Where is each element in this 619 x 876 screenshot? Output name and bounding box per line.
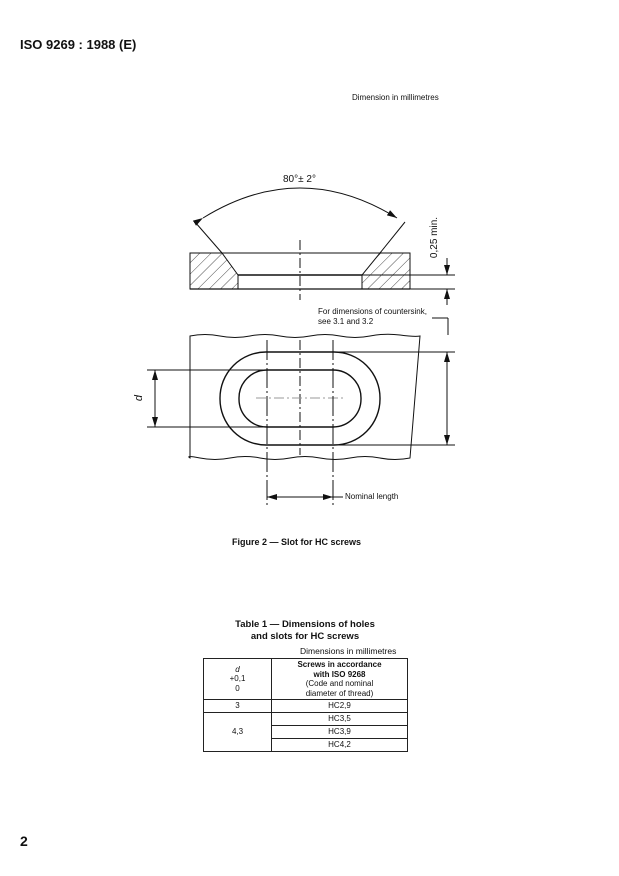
cell-d: 4,3 [203,712,272,752]
depth-label: 0,25 min. [429,216,441,259]
units-note: Dimension in millimetres [352,93,439,102]
cell-d: 3 [203,699,272,713]
countersink-note-2: see 3.1 and 3.2 [318,317,374,326]
header-text: Screws in accordance [297,660,382,669]
angle-label: 80°± 2° [283,174,316,185]
d-label: d [133,394,146,402]
header-text: (Code and nominal [305,679,374,688]
figure-caption: Figure 2 — Slot for HC screws [232,537,362,547]
document-header: ISO 9269 : 1988 (E) [20,37,137,52]
header-text: 0 [235,683,240,693]
header-text: +0,1 [229,674,246,684]
cell-screw: HC3,5 [271,712,408,726]
table-title-line: Table 1 — Dimensions of holes [235,619,375,630]
cell-screw: HC2,9 [271,699,408,713]
header-text: diameter of thread) [305,688,374,698]
plan-view [147,317,455,505]
header-text: d [235,664,240,674]
countersink-note-1: For dimensions of countersink, [318,307,427,316]
section-view [189,187,455,305]
table-units: Dimensions in millimetres [300,646,397,656]
page-number: 2 [20,833,28,849]
cell-screw: HC3,9 [271,725,408,739]
nominal-length-label: Nominal length [345,492,399,501]
table-title-line: and slots for HC screws [250,631,360,642]
table-row: HC4,2 [204,738,408,752]
header-text: with ISO 9268 [313,669,366,679]
cell-screw: HC4,2 [271,738,408,752]
